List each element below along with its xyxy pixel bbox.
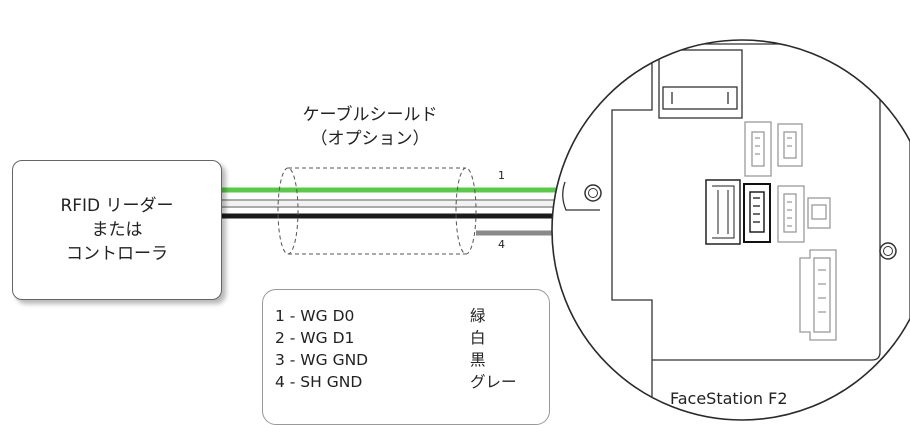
device-label-line-3: コントローラ <box>66 244 168 264</box>
pin-legend: 1 - WG D0 緑 2 - WG D1 白 3 - WG GND 黒 4 -… <box>262 289 550 425</box>
cable-shield <box>277 167 477 255</box>
rfid-reader-box: RFID リーダー または コントローラ <box>12 160 222 300</box>
screw-hole-left <box>584 184 602 202</box>
legend-color: 白 <box>470 329 486 347</box>
shield-right-end <box>455 167 477 255</box>
shield-label-line-1: ケーブルシールド <box>302 105 438 125</box>
cable-shield-label: ケーブルシールド （オプション） <box>270 103 470 151</box>
legend-color: 黒 <box>470 351 486 369</box>
screw-hole-right <box>879 242 897 260</box>
device-label-line-1: RFID リーダー <box>60 196 174 216</box>
shield-left-end <box>277 167 299 255</box>
legend-color: グレー <box>470 373 517 391</box>
pin-number-1: 1 <box>498 169 505 182</box>
device-back <box>551 39 910 421</box>
board-outline <box>611 40 910 420</box>
top-component <box>658 49 743 119</box>
legend-row: 1 - WG D0 緑 <box>275 305 549 327</box>
shield-label-line-2: （オプション） <box>310 129 430 149</box>
device-label-line-2: または <box>91 220 143 240</box>
legend-signal: 4 - SH GND <box>275 373 363 391</box>
mounting-ear-left <box>562 181 600 211</box>
legend-row: 3 - WG GND 黒 <box>275 349 549 371</box>
legend-signal: 1 - WG D0 <box>275 307 355 325</box>
product-name: FaceStation F2 <box>670 389 788 408</box>
pin-number-4: 4 <box>498 238 505 251</box>
wiegand-connector <box>705 179 771 245</box>
legend-row: 2 - WG D1 白 <box>275 327 549 349</box>
legend-color: 緑 <box>470 307 486 325</box>
legend-signal: 2 - WG D1 <box>275 329 355 347</box>
legend-row: 4 - SH GND グレー <box>275 371 549 393</box>
legend-signal: 3 - WG GND <box>275 351 369 369</box>
